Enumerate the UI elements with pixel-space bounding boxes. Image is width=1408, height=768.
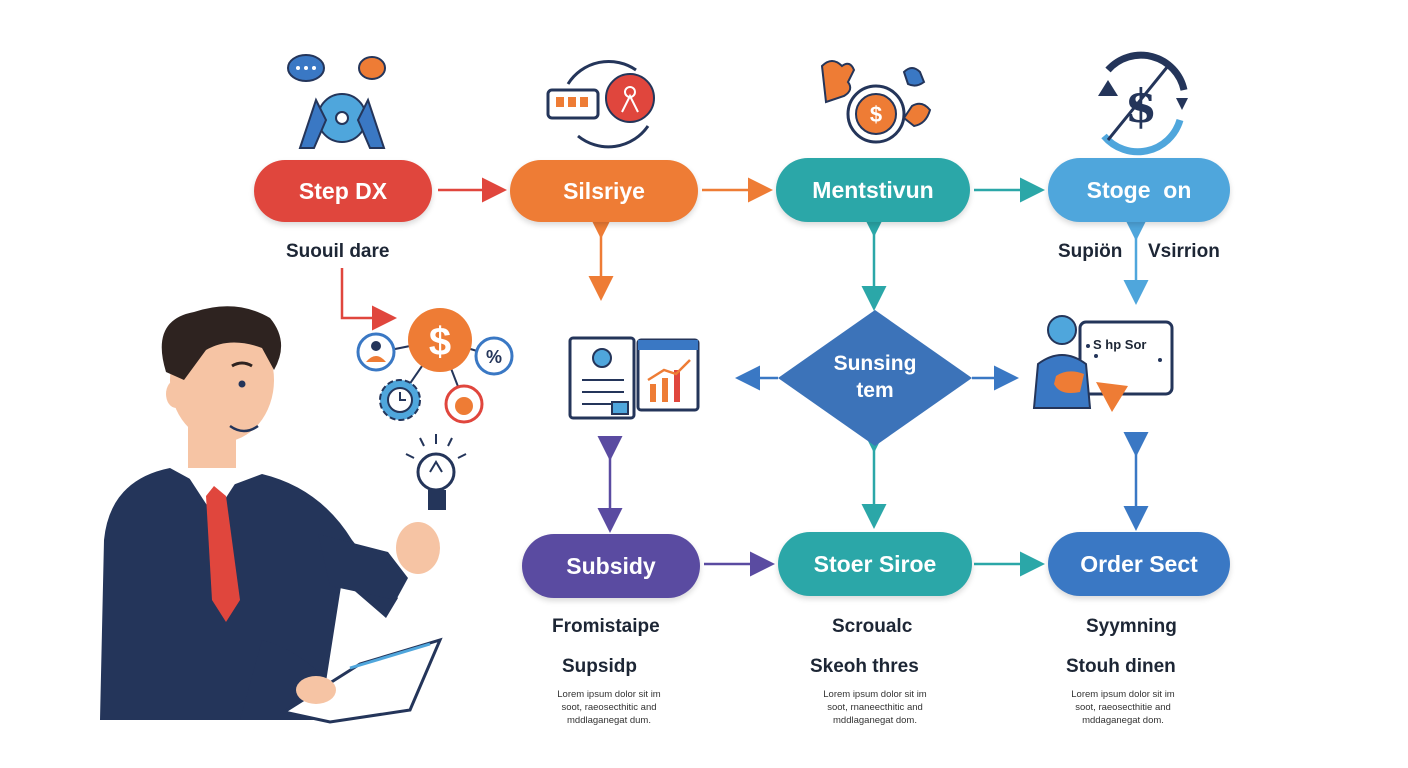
col1-title: Fromistaipe — [552, 616, 660, 637]
col3-title: Syymning — [1086, 616, 1177, 637]
step4-sublabel-right: Vsirrion — [1148, 241, 1220, 262]
percent-icon: % — [474, 336, 514, 376]
report-chart-icon — [568, 336, 700, 420]
step1-label: Step DX — [298, 177, 388, 204]
step6-label: Stoer Siroe — [813, 550, 937, 577]
businessman-illustration — [100, 306, 467, 724]
col3-body-line1: Lorem ipsum dolor sit im — [1071, 689, 1175, 700]
step2-pill: Silsriye — [510, 160, 698, 222]
col2-body-line3: mddlaganegat dom. — [833, 715, 917, 726]
step4-sublabel-left: Supiön — [1058, 241, 1123, 262]
step3-pill: Mentstivun — [776, 158, 970, 222]
svg-text:$: $ — [429, 320, 451, 364]
step5-pill: Subsidy — [522, 534, 700, 598]
gear-clock-icon — [379, 379, 421, 421]
presenter-bubble-text: S hp Sor — [1093, 337, 1147, 352]
basket-cycle-icon — [546, 59, 655, 149]
step4-label: Stoge on — [1086, 176, 1192, 203]
step3-label: Mentstivun — [812, 176, 934, 203]
col3-body-line3: mddaganegat dom. — [1082, 715, 1164, 726]
decision-line1: Sunsing — [833, 352, 917, 375]
finance-cluster: $ % — [356, 308, 514, 424]
col1-body: Lorem ipsum dolor sit im soot, raeosecth… — [534, 688, 684, 727]
col3-body-line2: soot, raeosecthitie and — [1075, 702, 1171, 713]
col2-subtitle: Skeoh thres — [810, 656, 919, 677]
step7-pill: Order Sect — [1048, 532, 1230, 596]
dollar-cycle-icon: $ — [1098, 51, 1188, 156]
svg-text:$: $ — [870, 102, 882, 127]
svg-text:%: % — [486, 347, 502, 367]
user-icon — [356, 332, 396, 372]
col3-subtitle: Stouh dinen — [1066, 656, 1176, 677]
presenter-icon — [1032, 315, 1174, 412]
col1-subtitle: Supsidp — [562, 656, 637, 677]
col1-body-line3: mddlaganegat dum. — [567, 715, 651, 726]
step1-sublabel: Suouil dare — [286, 241, 390, 262]
puzzle-dollar-icon: $ — [820, 60, 932, 144]
col3-body: Lorem ipsum dolor sit im soot, raeosecth… — [1048, 688, 1198, 727]
step6-pill: Stoer Siroe — [778, 532, 972, 596]
arrow-step1-cluster — [340, 268, 397, 331]
col1-body-line1: Lorem ipsum dolor sit im — [557, 689, 661, 700]
col1-body-line2: soot, raeosecthitic and — [561, 702, 657, 713]
col2-body-line1: Lorem ipsum dolor sit im — [823, 689, 927, 700]
step4-pill: Stoge on — [1048, 158, 1230, 222]
step2-label: Silsriye — [563, 177, 645, 204]
dollar-icon: $ — [408, 308, 472, 372]
decision-text: Sunsing tem — [800, 350, 950, 404]
col2-title: Scroualc — [832, 616, 913, 637]
money-bag-icon — [444, 384, 484, 424]
col2-body: Lorem ipsum dolor sit im soot, rnaneecth… — [800, 688, 950, 727]
step1-pill: Step DX — [254, 160, 432, 222]
col2-body-line2: soot, rnaneecthitic and — [827, 702, 923, 713]
chat-hands-icon — [287, 54, 386, 149]
step5-label: Subsidy — [566, 552, 656, 579]
decision-diamond — [778, 310, 972, 446]
decision-line2: tem — [856, 379, 894, 402]
step7-label: Order Sect — [1080, 550, 1198, 577]
